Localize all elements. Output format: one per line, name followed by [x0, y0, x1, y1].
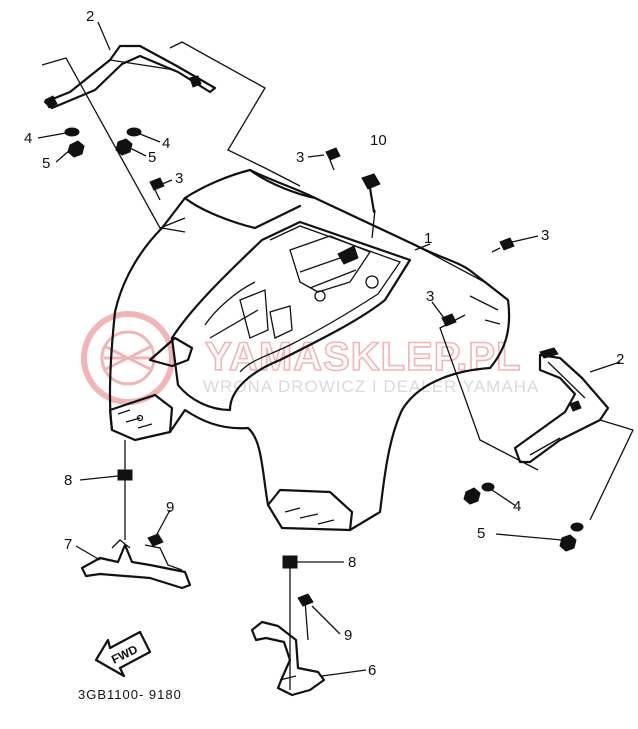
- callout-1: 1: [424, 230, 432, 247]
- callout-5: 5: [477, 525, 485, 542]
- leader-lines: [41, 41, 634, 690]
- callout-8: 8: [348, 554, 356, 571]
- callout-4: 4: [513, 498, 521, 515]
- callout-2: 2: [86, 8, 94, 25]
- bolt-icon: [147, 533, 164, 547]
- watermark-logo-icon: [81, 311, 175, 405]
- front-fender: [108, 168, 511, 532]
- bracket-left: [80, 539, 192, 590]
- screw-icon: [149, 177, 165, 191]
- watermark-brand: YAMASKLEP.PL: [205, 335, 522, 379]
- washer-icon: [570, 522, 584, 532]
- screw-icon: [499, 237, 515, 251]
- grommet-icon: [117, 469, 133, 481]
- nut-icon: [463, 487, 481, 505]
- fwd-arrow-icon: FWD: [94, 630, 152, 678]
- callout-2: 2: [616, 351, 624, 368]
- callout-labels: 2 1 2 3 3 3 3 4 4 4 5 5 5 6 7 8 8 9 9 10…: [24, 8, 624, 702]
- callout-9: 9: [344, 627, 352, 644]
- callout-6: 6: [368, 662, 376, 679]
- hardware: [64, 127, 584, 607]
- callout-9: 9: [166, 499, 174, 516]
- washer-icon: [126, 127, 142, 137]
- callout-3: 3: [296, 149, 304, 166]
- washer-icon: [64, 127, 80, 137]
- nut-icon: [559, 534, 577, 552]
- callout-4: 4: [24, 130, 32, 147]
- bolt-icon: [297, 593, 314, 607]
- bracket-right: [250, 620, 326, 697]
- diagram-code: 3GB1100- 9180: [78, 687, 182, 702]
- callout-4: 4: [162, 135, 170, 152]
- washer-icon: [481, 482, 495, 492]
- callout-3: 3: [541, 227, 549, 244]
- mud-flap-left: [43, 44, 217, 110]
- grommet-icon: [282, 555, 298, 569]
- mud-flap-right: [513, 347, 610, 464]
- screw-icon: [325, 147, 341, 161]
- callout-10: 10: [370, 132, 387, 149]
- callout-3: 3: [426, 288, 434, 305]
- callout-5: 5: [148, 149, 156, 166]
- bolt-icon: [361, 173, 381, 190]
- callout-leaders: [37, 21, 621, 677]
- nut-icon: [115, 138, 133, 156]
- callout-8: 8: [64, 472, 72, 489]
- nut-icon: [67, 140, 85, 158]
- screw-icon: [441, 313, 457, 327]
- callout-7: 7: [64, 536, 72, 553]
- callout-5: 5: [42, 155, 50, 172]
- watermark-tagline: WRONA DROWICZ I DEALER YAMAHA: [203, 377, 539, 396]
- callout-3: 3: [175, 170, 183, 187]
